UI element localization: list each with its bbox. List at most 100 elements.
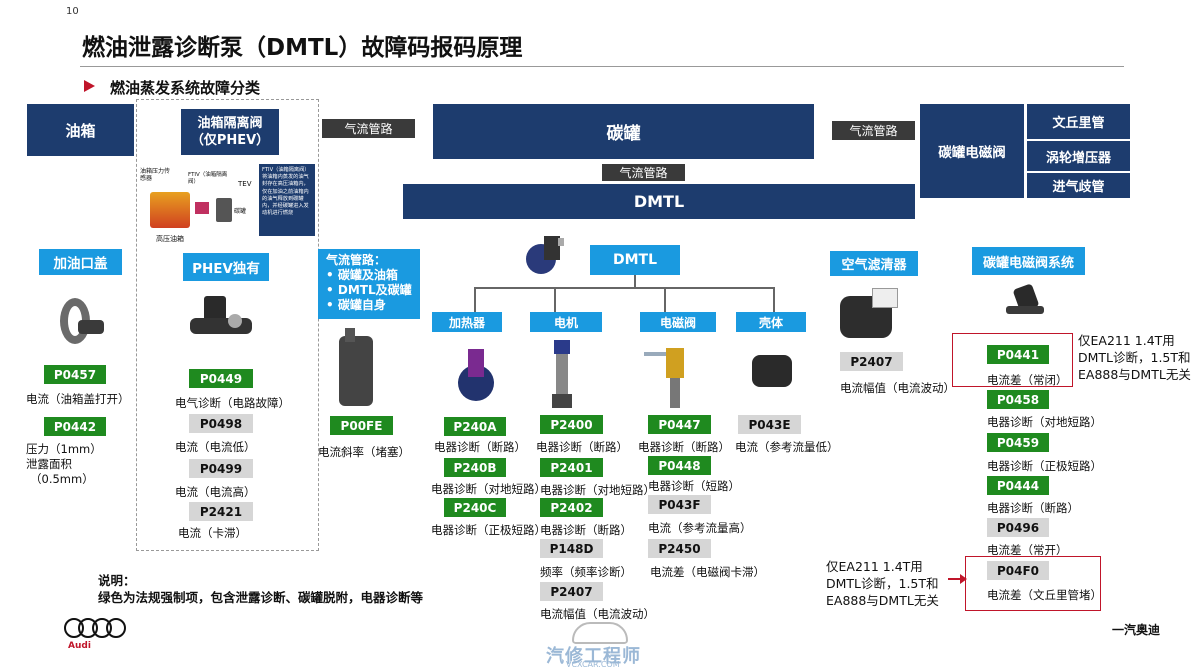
canister-valve-image bbox=[1002, 282, 1048, 326]
housing-image bbox=[748, 345, 798, 397]
code-description: 电器诊断（对地短路） bbox=[431, 482, 546, 496]
fuel-cap-label: 加油口盖 bbox=[39, 249, 122, 275]
note-title: 说明： bbox=[98, 573, 136, 588]
code-description: 电器诊断（断路） bbox=[536, 440, 628, 454]
arrow-icon bbox=[948, 578, 962, 580]
ftiv-box-label: 油箱隔离阀（仅PHEV） bbox=[190, 116, 270, 148]
code-description: 电器诊断（断路） bbox=[638, 440, 730, 454]
canister-valve-box: 碳罐电磁阀 bbox=[920, 104, 1024, 198]
turbo-box: 涡轮增压器 bbox=[1027, 141, 1130, 171]
code-badge: P2421 bbox=[189, 502, 253, 521]
ftiv-valve-icon bbox=[195, 202, 209, 214]
airflow-pipe-label-2: 气流管路 bbox=[602, 164, 685, 181]
code-description: 泄露面积 bbox=[26, 457, 72, 471]
arrow-head-icon bbox=[960, 574, 967, 584]
note-text: 绿色为法规强制项，包含泄露诊断、碳罐脱附，电器诊断等 bbox=[98, 590, 424, 605]
venturi-box: 文丘里管 bbox=[1027, 104, 1130, 139]
code-description: 电流（参考流量低） bbox=[735, 440, 839, 454]
code-description: 电流（电流高） bbox=[175, 485, 256, 499]
code-description: （0.5mm） bbox=[30, 472, 94, 486]
code-badge: P2400 bbox=[540, 415, 603, 434]
solenoid-image bbox=[640, 342, 698, 414]
pipe-note-item: • 碳罐及油箱 bbox=[326, 268, 398, 282]
tree-stem bbox=[634, 275, 636, 287]
heater-image bbox=[450, 343, 500, 407]
airflow-pipe-label-3: 气流管路 bbox=[832, 121, 915, 140]
airflow-pipe-label-1: 气流管路 bbox=[322, 119, 415, 138]
code-badge: P04F0 bbox=[987, 561, 1049, 580]
company-name: 一汽奥迪 bbox=[1112, 623, 1161, 637]
tree-drop-heater bbox=[474, 287, 476, 312]
code-description: 电流差（文丘里管堵） bbox=[987, 588, 1102, 602]
code-description: 电流差（常闭） bbox=[987, 373, 1068, 387]
code-description: 电流斜率（堵塞） bbox=[318, 445, 410, 459]
housing-label: 壳体 bbox=[736, 312, 806, 332]
canister-valve-system-label: 碳罐电磁阀系统 bbox=[972, 247, 1085, 275]
code-badge: P2401 bbox=[540, 458, 603, 477]
fuel-cap-image bbox=[52, 290, 106, 356]
highlight-frame-top bbox=[952, 333, 1073, 387]
code-badge: P043F bbox=[648, 495, 711, 514]
code-description: 电器诊断（断路） bbox=[987, 501, 1079, 515]
code-badge: P0448 bbox=[648, 456, 711, 475]
pipe-image bbox=[333, 328, 379, 412]
code-description: 电流（参考流量高） bbox=[648, 521, 752, 535]
phev-only-label: PHEV独有 bbox=[183, 253, 269, 281]
code-badge: P0496 bbox=[987, 518, 1049, 537]
pipe-note-title: 气流管路： bbox=[326, 253, 387, 267]
code-description: 电器诊断（对地短路） bbox=[540, 483, 655, 497]
code-badge: P0498 bbox=[189, 414, 253, 433]
code-badge: P0458 bbox=[987, 390, 1049, 409]
code-description: 电器诊断（正极短路） bbox=[431, 523, 546, 537]
title-divider bbox=[80, 66, 1124, 67]
code-badge: P2407 bbox=[840, 352, 903, 371]
dmtl-main-box: DMTL bbox=[403, 184, 915, 219]
tree-drop-solenoid bbox=[664, 287, 666, 312]
fuel-tank-box: 油箱 bbox=[27, 104, 134, 156]
ftiv-valve-image bbox=[186, 292, 256, 352]
tree-drop-housing bbox=[773, 287, 775, 312]
code-description: 电流（油箱盖打开） bbox=[26, 392, 130, 406]
audi-rings-logo bbox=[64, 616, 126, 638]
code-description: 频率（频率诊断） bbox=[540, 565, 632, 579]
tree-drop-motor bbox=[554, 287, 556, 312]
watermark-text: 汽修工程师 bbox=[546, 646, 641, 667]
pipe-note-item: • 碳罐自身 bbox=[326, 298, 386, 312]
code-badge: P2402 bbox=[540, 498, 603, 517]
code-description: 电器诊断（短路） bbox=[648, 479, 740, 493]
ftiv-note: FTIV（油箱隔离阀）将油箱内蒸发的油气封存在高压油箱内，仅在加油之前油箱内的油… bbox=[259, 164, 315, 236]
code-description: 电气诊断（电路故障） bbox=[175, 396, 290, 410]
heater-label: 加热器 bbox=[432, 312, 502, 332]
code-badge: P0457 bbox=[44, 365, 106, 384]
pipe-note-item: • DMTL及碳罐 bbox=[326, 283, 412, 297]
canister-small-label: 碳罐 bbox=[234, 208, 247, 215]
red-triangle-icon bbox=[84, 80, 95, 92]
code-badge: P0442 bbox=[44, 417, 106, 436]
solenoid-label: 电磁阀 bbox=[640, 312, 716, 332]
code-badge: P0447 bbox=[648, 415, 711, 434]
code-badge: P240C bbox=[444, 498, 506, 517]
page-title: 燃油泄露诊断泵（DMTL）故障码报码原理 bbox=[82, 35, 523, 61]
code-badge: P240B bbox=[444, 458, 506, 477]
code-badge: P0459 bbox=[987, 433, 1049, 452]
watermark-url: VCXCAR.COM bbox=[566, 660, 620, 669]
code-description: 电流幅值（电流波动） bbox=[840, 381, 955, 395]
code-badge: P00FE bbox=[330, 416, 393, 435]
tree-bar bbox=[474, 287, 774, 289]
intake-box: 进气歧管 bbox=[1027, 173, 1130, 198]
dmtl-sub-label: DMTL bbox=[590, 245, 680, 275]
code-badge: P043E bbox=[738, 415, 801, 434]
ftiv-diagram: 油箱压力传感器 FTIV（油箱隔离阀） TEV 碳罐 高压油箱 bbox=[140, 162, 255, 244]
ftiv-box: 油箱隔离阀（仅PHEV） bbox=[181, 109, 279, 155]
code-badge: P240A bbox=[444, 417, 506, 436]
side-note-bottom: 仅EA211 1.4T用 DMTL诊断，1.5T和 EA888与DMTL无关 bbox=[826, 559, 939, 608]
dmtl-pump-image bbox=[522, 232, 572, 280]
side-note-top: 仅EA211 1.4T用 DMTL诊断，1.5T和 EA888与DMTL无关 bbox=[1078, 333, 1191, 382]
tank-label: 高压油箱 bbox=[156, 235, 184, 243]
code-badge: P0441 bbox=[987, 345, 1049, 364]
high-pressure-tank-icon bbox=[150, 192, 190, 228]
code-badge: P0499 bbox=[189, 459, 253, 478]
motor-image bbox=[548, 338, 578, 414]
code-badge: P0444 bbox=[987, 476, 1049, 495]
section-subtitle: 燃油蒸发系统故障分类 bbox=[110, 79, 261, 97]
